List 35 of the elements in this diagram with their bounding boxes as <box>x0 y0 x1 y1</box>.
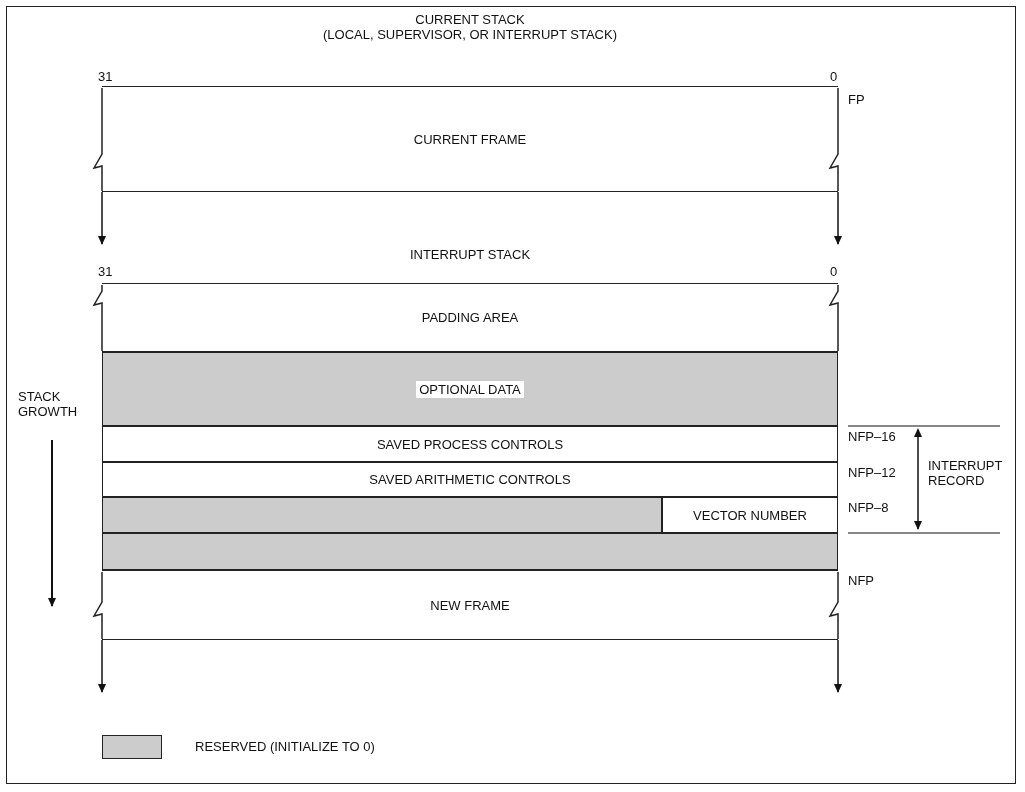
memory-region <box>662 497 838 533</box>
memory-region <box>102 86 838 192</box>
region-label: VECTOR NUMBER <box>692 506 808 524</box>
memory-region <box>102 283 838 352</box>
stack-heading: CURRENT STACK <box>414 12 526 27</box>
memory-region <box>102 570 838 640</box>
arrow <box>834 191 842 245</box>
region-label: SAVED PROCESS CONTROLS <box>375 435 565 453</box>
stack-heading: INTERRUPT STACK <box>408 247 532 262</box>
offset-label: NFP–12 <box>848 465 896 480</box>
region-label: SAVED ARITHMETIC CONTROLS <box>368 471 572 488</box>
reserved-bar <box>102 497 662 533</box>
region-label: CURRENT FRAME <box>412 130 528 148</box>
bit-number: 0 <box>830 69 838 84</box>
bit-number: 0 <box>830 264 838 279</box>
region-label: PADDING AREA <box>420 309 520 326</box>
axis-label: STACK GROWTH <box>18 389 79 419</box>
legend-label: RESERVED (INITIALIZE TO 0) <box>195 739 375 754</box>
reserved-bar <box>102 533 838 570</box>
region-label: NEW FRAME <box>429 596 511 614</box>
bit-number: 31 <box>98 264 113 279</box>
arrow <box>98 639 106 693</box>
bracket-label: INTERRUPT RECORD <box>928 458 1004 488</box>
offset-label: NFP–16 <box>848 429 896 444</box>
offset-label: FP <box>848 92 865 107</box>
reserved-region <box>102 352 838 426</box>
stack-subheading: (LOCAL, SUPERVISOR, OR INTERRUPT STACK) <box>322 27 618 42</box>
offset-label: NFP <box>848 573 874 588</box>
bit-number: 31 <box>98 69 113 84</box>
arrow <box>98 191 106 245</box>
region-label: OPTIONAL DATA <box>416 380 524 398</box>
arrow <box>834 639 842 693</box>
offset-label: NFP–8 <box>848 500 889 515</box>
memory-region <box>102 426 838 462</box>
memory-region <box>102 462 838 497</box>
